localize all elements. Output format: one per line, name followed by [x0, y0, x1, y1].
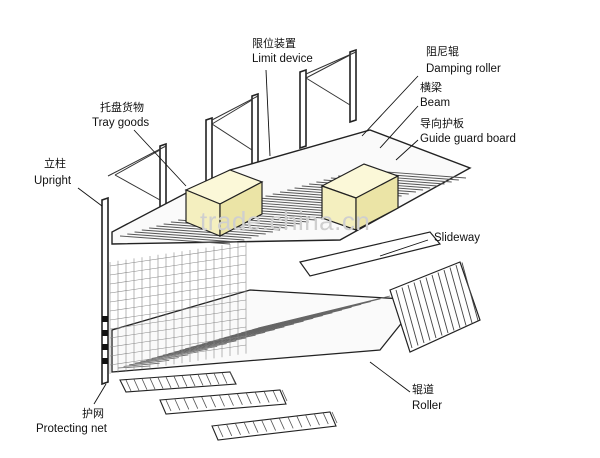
roller-tracks — [119, 371, 338, 441]
roller-en-label: Roller — [412, 400, 443, 412]
beam-en-label: Beam — [420, 97, 451, 109]
slideway-label: Slideway — [434, 232, 481, 244]
roller-cn-label: 辊道 — [412, 383, 434, 396]
upright-en-label: Upright — [34, 175, 72, 187]
watermark: trade.china.cn — [200, 206, 371, 236]
limit-device-en-label: Limit device — [252, 53, 313, 65]
protecting-net — [109, 241, 247, 374]
damping-roller-en-label: Damping roller — [426, 63, 501, 75]
guide-guard-board-en-label: Guide guard board — [420, 133, 516, 145]
tray-goods-cn-label: 托盘货物 — [100, 101, 144, 114]
lower-roller-deck — [111, 289, 422, 373]
protecting-net-cn-label: 护网 — [82, 407, 104, 420]
guide-guard-board-cn-label: 导向护板 — [420, 117, 464, 130]
upright-warning-stripes — [102, 316, 108, 364]
leader-lines — [77, 69, 429, 405]
limit-device-cn-label: 限位装置 — [252, 37, 296, 50]
slideway — [298, 231, 481, 353]
frame-bracing — [107, 51, 357, 201]
protecting-net-en-label: Protecting net — [36, 423, 107, 435]
upright-cn-label: 立柱 — [44, 157, 66, 170]
beam-cn-label: 横梁 — [420, 81, 442, 94]
tray-goods-en-label: Tray goods — [92, 117, 150, 129]
tray-goods-boxes — [184, 163, 400, 237]
damping-roller-cn-label: 阻尼辊 — [426, 45, 459, 58]
